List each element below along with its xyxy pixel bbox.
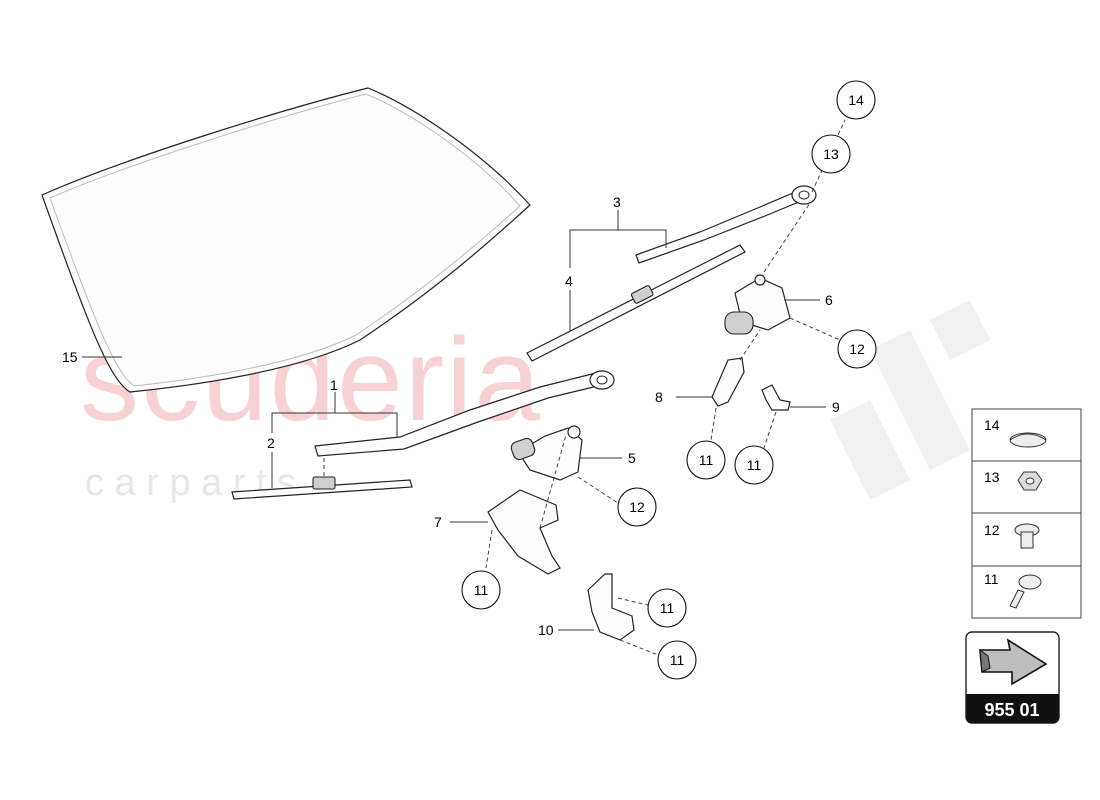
callout-8: 8 — [655, 389, 663, 405]
callout-circle-11-bracket9: 11 — [734, 445, 774, 485]
svg-text:12: 12 — [849, 341, 865, 357]
svg-text:14: 14 — [848, 92, 864, 108]
arrow-icon — [979, 638, 1048, 686]
svg-text:11: 11 — [747, 457, 762, 473]
wiper-blade-right: 4 — [526, 244, 746, 362]
wiper-arm-left: 1 — [271, 370, 615, 457]
svg-text:12: 12 — [984, 522, 1000, 538]
svg-text:14: 14 — [984, 417, 1000, 433]
legend-row-12: 12 — [984, 522, 1040, 549]
svg-text:13: 13 — [984, 469, 1000, 485]
callout-1: 1 — [330, 377, 338, 393]
checkered-flag-watermark — [830, 300, 990, 500]
svg-text:13: 13 — [823, 146, 839, 162]
callout-circle-12-right: 12 — [837, 329, 877, 369]
callout-circle-13: 13 — [811, 134, 851, 174]
wiper-blade-left: 2 — [231, 435, 413, 500]
callout-2: 2 — [267, 435, 275, 451]
callout-10: 10 — [538, 622, 554, 638]
wiper-arm-right: 3 — [569, 185, 817, 268]
windshield-glass: 15 — [41, 87, 531, 393]
legend-row-11: 11 — [984, 571, 1042, 609]
callout-circle-14: 14 — [836, 80, 876, 120]
callout-4: 4 — [565, 273, 573, 289]
fastener-legend: 14 13 12 11 — [971, 408, 1082, 619]
bracket-9: 9 — [761, 384, 840, 449]
svg-text:11: 11 — [984, 571, 999, 587]
bracket-8: 8 — [655, 329, 761, 441]
legend-row-13: 13 — [984, 469, 1043, 491]
wiper-motor-right: 6 — [724, 119, 846, 341]
watermark-sub: c a r p a r t s — [85, 462, 296, 504]
callout-5: 5 — [628, 450, 636, 466]
callout-circle-11-bracket7: 11 — [461, 570, 501, 610]
bracket-10: 10 — [538, 573, 659, 656]
callout-circle-11-bracket8: 11 — [686, 440, 726, 480]
callout-7: 7 — [434, 514, 442, 530]
svg-text:11: 11 — [660, 600, 675, 616]
legend-row-14: 14 — [984, 417, 1047, 448]
callout-6: 6 — [825, 292, 833, 308]
callout-15: 15 — [62, 349, 78, 365]
callout-9: 9 — [832, 399, 840, 415]
svg-text:11: 11 — [699, 452, 714, 468]
svg-text:12: 12 — [629, 499, 645, 515]
reference-code: 955 01 — [984, 700, 1039, 720]
reference-box: 955 01 — [965, 631, 1060, 724]
callout-3: 3 — [613, 194, 621, 210]
wiper-motor-left: 5 — [510, 425, 636, 504]
callout-circle-11-bracket10-lower: 11 — [657, 640, 697, 680]
callout-circle-11-bracket10-upper: 11 — [647, 588, 687, 628]
svg-text:11: 11 — [474, 582, 489, 598]
bracket-7: 7 — [434, 434, 567, 575]
svg-text:11: 11 — [670, 652, 685, 668]
circle-callouts: 14 13 12 12 11 11 11 11 — [461, 80, 877, 680]
callout-circle-12-left: 12 — [617, 487, 657, 527]
